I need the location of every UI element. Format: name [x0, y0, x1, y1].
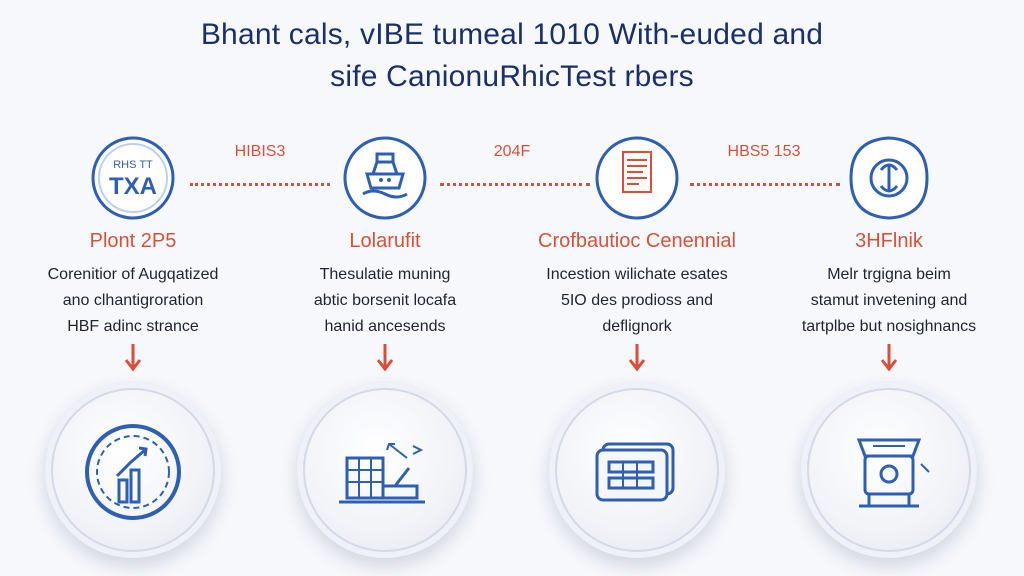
tablet-logo-icon: RHS TT TXA	[91, 136, 175, 220]
building-crane-icon	[339, 443, 425, 504]
connector-label-1: HIBIS3	[234, 143, 286, 160]
connector-label-2: 204F	[493, 143, 531, 160]
step-4-desc-line-1: Melr trgigna beim	[827, 266, 951, 283]
step-2-description: Thesulatie muning abtic borsenit locafa …	[260, 262, 510, 340]
down-arrow-icon	[124, 344, 142, 372]
connector-2	[440, 183, 590, 186]
step-2-heading: Lolarufit	[349, 230, 421, 252]
down-arrow-icon	[628, 344, 646, 372]
step-1-desc-line-3: HBF adinc strance	[67, 318, 199, 335]
step-4-desc-line-2: stamut invetening and	[810, 292, 968, 309]
step-3-plate	[549, 382, 725, 558]
step-3-desc-line-2: 5IO des prodioss and	[560, 292, 714, 309]
step-4-heading: 3HFlnik	[855, 230, 923, 252]
title-line-2: sife CanionuRhicTest rbers	[330, 60, 694, 93]
icon-text-main: TXA	[109, 173, 157, 200]
step-2-desc-line-1: Thesulatie muning	[319, 266, 451, 283]
document-icon	[595, 136, 679, 220]
down-arrow-icon	[880, 344, 898, 372]
step-3-desc-line-1: Incestion wilichate esates	[546, 266, 728, 283]
step-2-plate	[297, 382, 473, 558]
machine-unit-icon	[856, 438, 930, 508]
step-4-plate	[801, 382, 977, 558]
step-3-heading: Crofbautioc Cenennial	[538, 230, 736, 252]
step-3-description: Incestion wilichate esates 5IO des prodi…	[512, 262, 762, 340]
step-4-desc-line-3: tartplbe but nosighnancs	[801, 318, 977, 335]
step-1-heading: Plont 2P5	[89, 230, 177, 252]
step-1-plate	[45, 382, 221, 558]
step-2-desc-line-2: abtic borsenit locafa	[313, 292, 457, 309]
step-1-desc-line-2: ano clhantigroration	[62, 292, 204, 309]
connector-3	[690, 183, 840, 186]
step-4-description: Melr trgigna beim stamut invetening and …	[764, 262, 1014, 340]
down-arrow-icon	[376, 344, 394, 372]
step-2-desc-line-3: hanid ancesends	[324, 318, 446, 335]
connector-1	[190, 183, 330, 186]
ship-icon	[343, 136, 427, 220]
icon-text-top: RHS TT	[113, 159, 153, 171]
connector-label-3: HBS5 153	[727, 143, 801, 160]
step-1-desc-line-1: Corenitior of Augqatized	[47, 266, 219, 283]
step-3-desc-line-3: deflignork	[602, 318, 672, 335]
title-line-1: Bhant cals, vIBE tumeal 1010 With-euded …	[200, 18, 824, 51]
card-list-icon	[595, 442, 675, 502]
page-title: Bhant cals, vIBE tumeal 1010 With-euded …	[0, 14, 1024, 98]
leaf-emblem-icon	[849, 136, 929, 220]
step-1-description: Corenitior of Augqatized ano clhantigror…	[8, 262, 258, 340]
gauge-chart-icon	[85, 424, 181, 520]
